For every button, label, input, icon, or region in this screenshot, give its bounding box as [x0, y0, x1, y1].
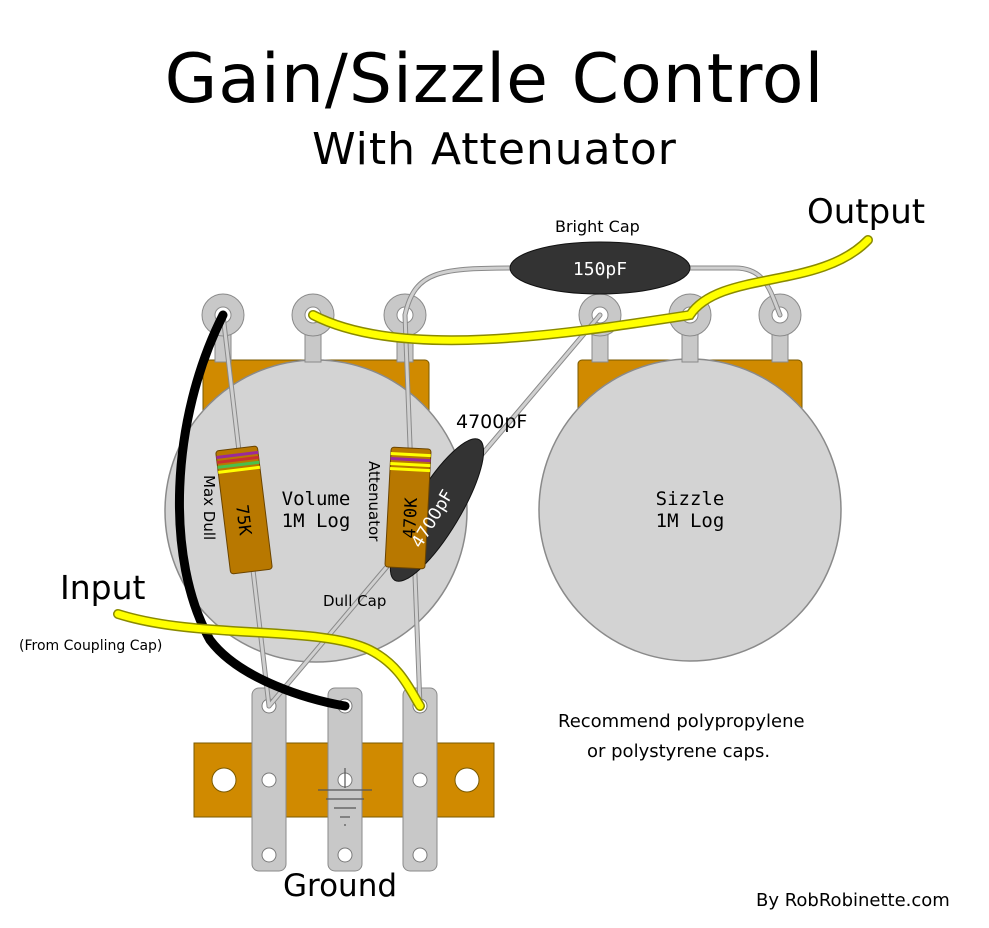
sizzle-pot-value: 1M Log: [655, 510, 725, 532]
note-line-2: or polystyrene caps.: [587, 741, 771, 762]
ground-strip-hole-left: [211, 767, 237, 793]
resistor-470k-label: 470K: [400, 496, 422, 539]
bright-cap-label: Bright Cap: [555, 217, 640, 236]
resistor-75k-body: [215, 445, 273, 575]
output-label: Output: [807, 192, 926, 232]
resistor-470k: [384, 446, 432, 570]
output-wire: [309, 236, 872, 344]
sizzle-pot-name: Sizzle: [655, 488, 725, 510]
volume-pot-label: Volume 1M Log: [256, 488, 376, 532]
yellow-wires: [113, 235, 873, 711]
dull-cap-value-label: 4700pF: [456, 411, 528, 433]
max-dull-label: Max Dull: [200, 475, 218, 541]
sizzle-pot: [538, 358, 842, 662]
bright-cap: [509, 241, 691, 295]
input-wire: [114, 610, 424, 710]
diagram-subtitle: With Attenuator: [312, 124, 677, 175]
ground-strip: [193, 687, 495, 872]
bright-cap-body: [509, 241, 691, 295]
dull-cap-label: Dull Cap: [323, 592, 387, 610]
ground-label: Ground: [283, 868, 398, 904]
pot-lug-stems: [214, 327, 789, 363]
credit-label: By RobRobinette.com: [756, 890, 950, 911]
note-line-1: Recommend polypropylene: [558, 711, 805, 732]
black-wire: [174, 310, 350, 711]
ground-strip-hole-right: [454, 767, 480, 793]
sizzle-pot-label: Sizzle 1M Log: [630, 488, 750, 532]
resistor-470k-body: [384, 446, 432, 570]
bright-cap-value-label: 150pF: [573, 259, 627, 280]
volume-pot-name: Volume: [281, 488, 351, 510]
diagram-title: Gain/Sizzle Control: [164, 40, 825, 119]
volume-pot-value: 1M Log: [281, 510, 351, 532]
ground-symbol-icon: [318, 768, 372, 826]
input-note: (From Coupling Cap): [19, 638, 163, 654]
resistor-75k-label: 75K: [231, 504, 255, 538]
volume-pot: [164, 359, 468, 663]
resistor-75k: [215, 445, 273, 575]
input-label: Input: [60, 568, 146, 607]
